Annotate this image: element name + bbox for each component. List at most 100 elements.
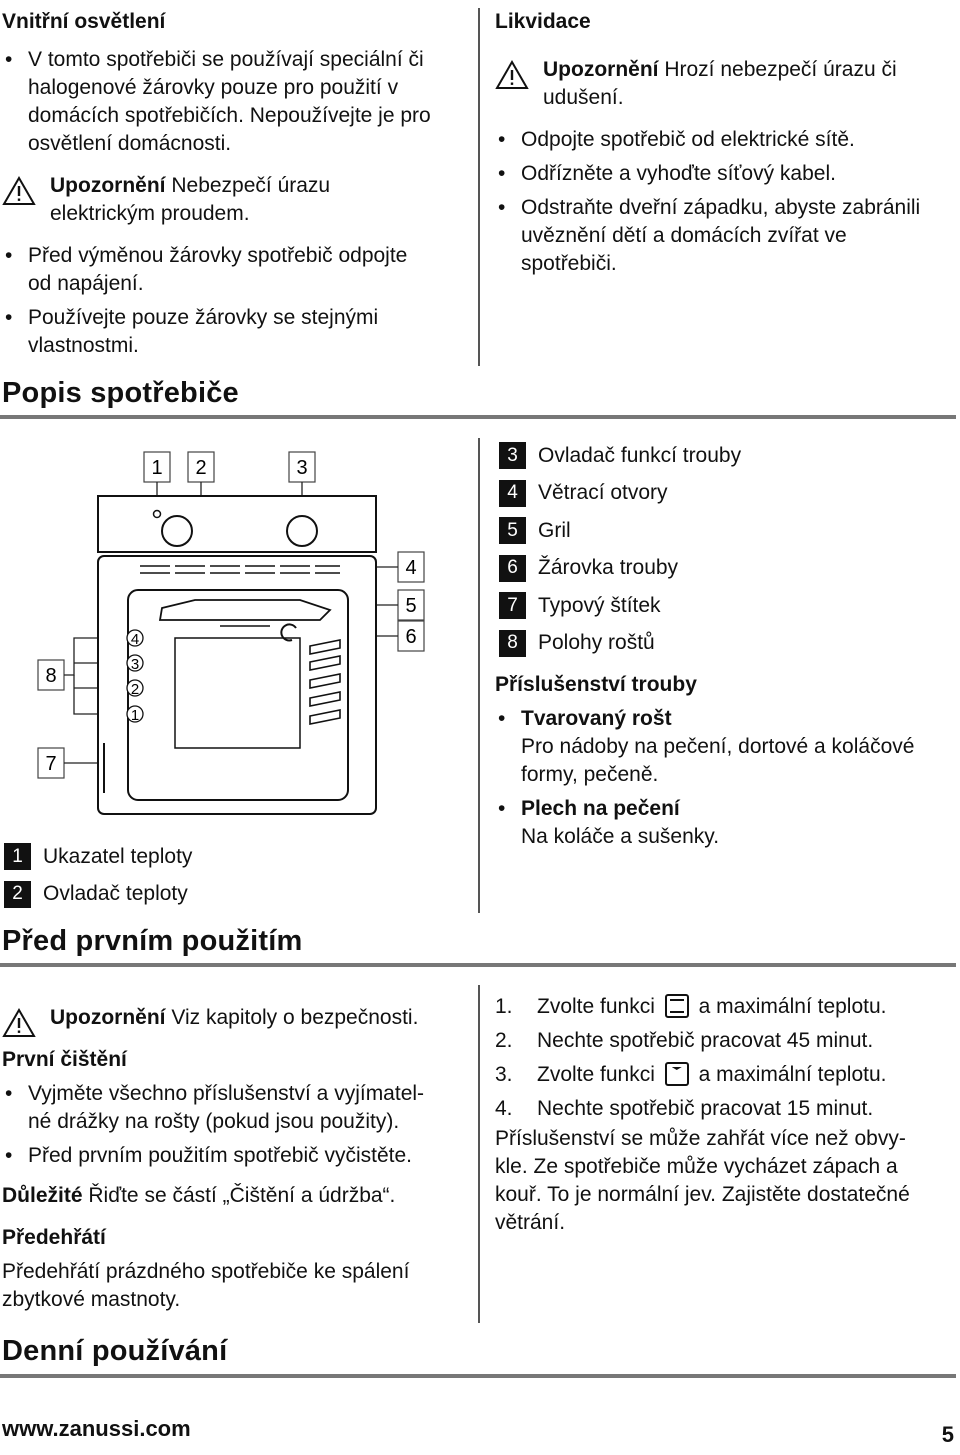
callout-number-4: 4 xyxy=(405,557,416,579)
legend-number: 4 xyxy=(499,479,526,507)
warning-icon xyxy=(495,60,529,89)
section-rule xyxy=(0,415,956,419)
callout-number-5: 5 xyxy=(405,595,416,617)
list-item: 1. Zvolte funkci a maximální teplotu. xyxy=(495,994,887,1018)
description-title: Popis spotřebiče xyxy=(2,377,239,409)
lighting-section: Vnitřní osvětlení V tomto spotřebiči se … xyxy=(2,10,467,366)
first-use-warning: Upozornění Viz kapitoly o bezpečnosti. xyxy=(2,1004,470,1037)
legend-row: 6 Žárovka trouby xyxy=(499,550,741,588)
disposal-warning: Upozornění Hrozí nebezpečí úrazu či uduš… xyxy=(495,56,957,112)
grill-icon xyxy=(664,1062,689,1086)
page-number: 5 xyxy=(941,1422,954,1447)
shelf-positions: 4 3 2 1 xyxy=(126,629,144,724)
section-rule xyxy=(0,963,956,967)
list-item: 2. Nechte spotřebič pracovat 45 minut. xyxy=(495,1029,874,1052)
legend-text: Ovladač teploty xyxy=(43,882,188,906)
legend-right: 3 Ovladač funkcí trouby 4 Větrací otvory 5… xyxy=(499,437,741,662)
legend-text: Typový štítek xyxy=(538,593,661,617)
lighting-title: Vnitřní osvětlení xyxy=(2,10,166,33)
legend-text: Polohy roštů xyxy=(538,631,655,655)
cleaning-title: První čištění xyxy=(2,1048,127,1071)
legend-row: 2 Ovladač teploty xyxy=(4,876,192,914)
legend-number: 6 xyxy=(499,554,526,582)
grill-element xyxy=(158,599,332,621)
legend-row: 3 Ovladač funkcí trouby xyxy=(499,437,741,475)
first-use-right: 1. Zvolte funkci a maximální teplotu. 2.… xyxy=(495,993,957,1237)
shelf-position-4: 4 xyxy=(131,631,139,648)
list-item: Používejte pouze žárovky se stejnýmivlas… xyxy=(2,304,467,360)
accessories-title: Příslušenství trouby xyxy=(495,673,697,696)
disposal-title: Likvidace xyxy=(495,10,591,33)
shelf-supports xyxy=(309,639,341,725)
callout-number-3: 3 xyxy=(296,457,307,479)
shelf-position-1: 1 xyxy=(131,707,139,724)
legend-number: 3 xyxy=(499,442,526,470)
preheat-text: Předehřátí prázdného spotřebiče ke spále… xyxy=(2,1260,410,1311)
callout-number-8: 8 xyxy=(45,665,56,687)
function-knob xyxy=(286,515,318,547)
column-divider xyxy=(478,438,480,913)
warmup-note: Příslušenství se může zahřát více než ob… xyxy=(495,1127,910,1234)
control-panel xyxy=(97,495,377,553)
list-item: V tomto spotřebiči se používají speciáln… xyxy=(2,46,467,158)
important-note: Důležité Řiďte se částí „Čištění a údržb… xyxy=(2,1184,396,1207)
legend-text: Žárovka trouby xyxy=(538,556,679,580)
footer-url: www.zanussi.com xyxy=(2,1416,191,1441)
callout-number-7: 7 xyxy=(45,753,56,775)
legend-row: 4 Větrací otvory xyxy=(499,475,741,513)
lighting-bullets: V tomto spotřebiči se používají speciáln… xyxy=(2,46,467,158)
legend-left: 1 Ukazatel teploty 2 Ovladač teploty xyxy=(4,838,192,913)
lighting-warning: Upozornění Nebezpečí úrazu elektrickým p… xyxy=(2,172,467,228)
list-item: Odstraňte dveřní západku, abyste zabráni… xyxy=(495,194,957,278)
column-divider xyxy=(478,985,480,1323)
conventional-heat-icon xyxy=(664,994,689,1018)
legend-number: 5 xyxy=(499,517,526,545)
list-item: Odřízněte a vyhoďte síťový kabel. xyxy=(495,160,957,188)
legend-number: 2 xyxy=(4,880,31,908)
cleaning-bullets: Vyjměte všechno příslušenství a vyjímate… xyxy=(2,1080,470,1170)
shelf-position-2: 2 xyxy=(131,681,139,698)
list-item: Plech na pečení Na koláče a sušenky. xyxy=(495,795,957,851)
legend-text: Ukazatel teploty xyxy=(43,844,193,868)
shelf-position-3: 3 xyxy=(131,656,139,673)
temperature-knob xyxy=(161,515,193,547)
accessories-list: Tvarovaný rošt Pro nádoby na pečení, dor… xyxy=(495,705,957,851)
warning-label: Upozornění xyxy=(50,174,166,197)
vent-slots xyxy=(140,565,340,574)
section-rule xyxy=(0,1374,956,1378)
disposal-bullets: Odpojte spotřebič od elektrické sítě. Od… xyxy=(495,126,957,278)
list-item: 3. Zvolte funkci a maximální teplotu. xyxy=(495,1062,887,1086)
warning-icon xyxy=(2,1008,36,1037)
list-item: Odpojte spotřebič od elektrické sítě. xyxy=(495,126,957,154)
legend-row: 1 Ukazatel teploty xyxy=(4,838,192,876)
disposal-section: Likvidace Upozornění Hrozí nebezpečí úra… xyxy=(495,10,957,284)
warning-label: Upozornění xyxy=(50,1006,166,1029)
list-item: Tvarovaný rošt Pro nádoby na pečení, dor… xyxy=(495,705,957,789)
legend-number: 7 xyxy=(499,592,526,620)
first-use-title: Před prvním použitím xyxy=(2,925,303,957)
column-divider xyxy=(478,8,480,366)
legend-row: 5 Gril xyxy=(499,512,741,550)
list-item: Před výměnou žárovky spotřebič odpojteod… xyxy=(2,242,467,298)
legend-text: Větrací otvory xyxy=(538,481,668,505)
list-item: Vyjměte všechno příslušenství a vyjímate… xyxy=(2,1080,470,1136)
warning-icon xyxy=(2,176,36,205)
legend-text: Ovladač funkcí trouby xyxy=(538,443,742,467)
callout-number-6: 6 xyxy=(405,626,416,648)
lighting-bullets-2: Před výměnou žárovky spotřebič odpojteod… xyxy=(2,242,467,360)
oven-lamp xyxy=(280,623,297,642)
list-item: Před prvním použitím spotřebič vyčistěte… xyxy=(2,1142,470,1170)
warning-label: Upozornění xyxy=(543,58,659,81)
temperature-indicator xyxy=(152,509,162,519)
legend-row: 7 Typový štítek xyxy=(499,587,741,625)
list-item: 4. Nechte spotřebič pracovat 15 minut. xyxy=(495,1097,874,1120)
accessories-section: Příslušenství trouby Tvarovaný rošt Pro … xyxy=(495,673,957,857)
legend-number: 1 xyxy=(4,843,31,871)
back-panel xyxy=(174,637,301,749)
daily-use-title: Denní používání xyxy=(2,1335,228,1367)
preheat-title: Předehřátí xyxy=(2,1226,106,1249)
first-use-left: Upozornění Viz kapitoly o bezpečnosti. P… xyxy=(2,1004,470,1314)
oven-diagram: 1 2 3 4 5 6 8 7 xyxy=(37,451,425,815)
legend-text: Gril xyxy=(538,518,571,542)
